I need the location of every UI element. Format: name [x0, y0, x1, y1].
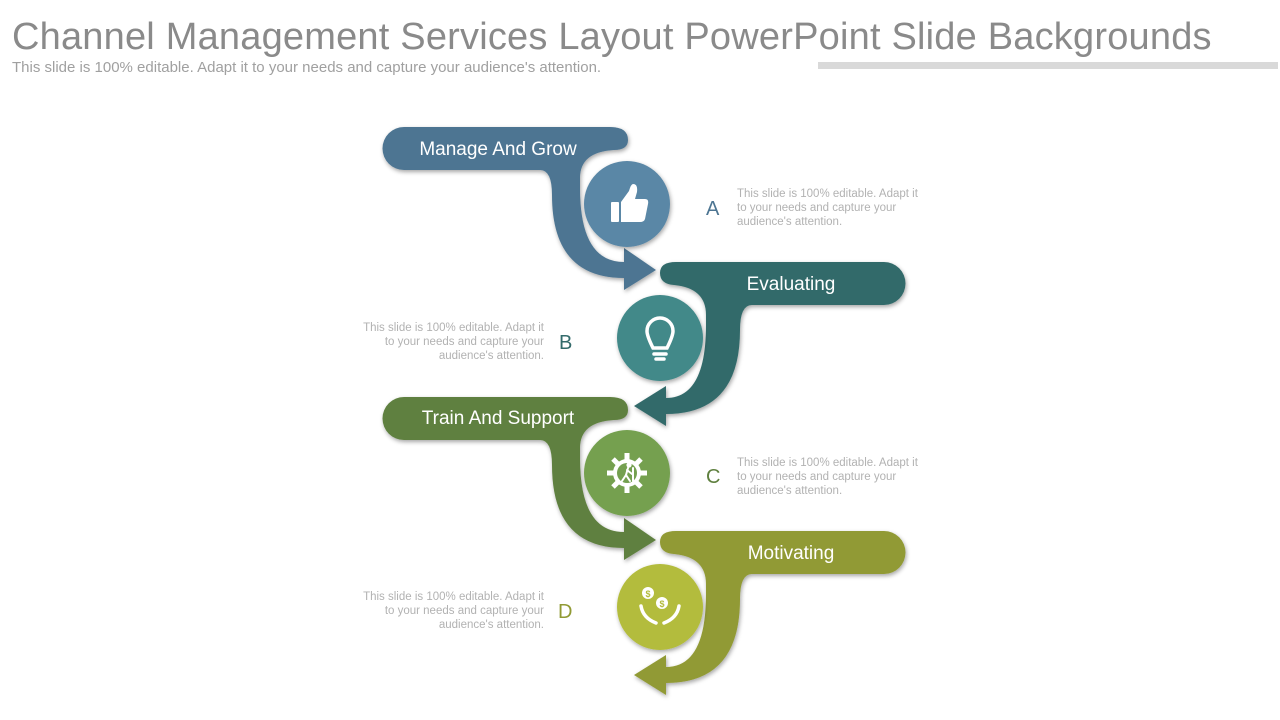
- step-c-arrow: [382, 397, 656, 560]
- svg-text:$: $: [659, 599, 664, 609]
- step-d-shape: $ $ Motivating: [617, 531, 906, 695]
- step-a-letter: A: [706, 198, 720, 220]
- step-b-letter: B: [559, 332, 573, 354]
- step-a-label: Manage And Grow: [419, 139, 577, 160]
- step-d-label: Motivating: [748, 543, 835, 564]
- title-underline: [818, 62, 1278, 69]
- step-c-label: Train And Support: [422, 408, 575, 429]
- step-b-icon-circle: [617, 295, 703, 381]
- slide-title: Channel Management Services Layout Power…: [12, 16, 1212, 58]
- hands-coins-icon: $ $: [639, 587, 681, 625]
- step-b-shape: Evaluating: [617, 262, 906, 426]
- step-b-description: This slide is 100% editable. Adapt it to…: [363, 322, 544, 362]
- step-b-arrow: [634, 262, 906, 426]
- step-a-description: This slide is 100% editable. Adapt it to…: [737, 188, 918, 228]
- step-d-arrow: [634, 531, 906, 695]
- step-b-label: Evaluating: [747, 274, 836, 295]
- gear-hiker-icon: [607, 453, 647, 493]
- svg-text:$: $: [645, 589, 650, 599]
- slide-subtitle: This slide is 100% editable. Adapt it to…: [12, 59, 602, 76]
- step-d-description: This slide is 100% editable. Adapt it to…: [363, 591, 544, 631]
- thumbs-up-icon: [611, 184, 649, 222]
- step-c-letter: C: [706, 466, 721, 488]
- step-c-description: This slide is 100% editable. Adapt it to…: [737, 457, 918, 497]
- lightbulb-icon: [645, 316, 675, 361]
- step-a-arrow: [382, 127, 656, 290]
- step-d-letter: D: [558, 601, 573, 623]
- step-c-shape: Train And Support: [382, 397, 670, 560]
- step-a-shape: Manage And Grow: [382, 127, 670, 290]
